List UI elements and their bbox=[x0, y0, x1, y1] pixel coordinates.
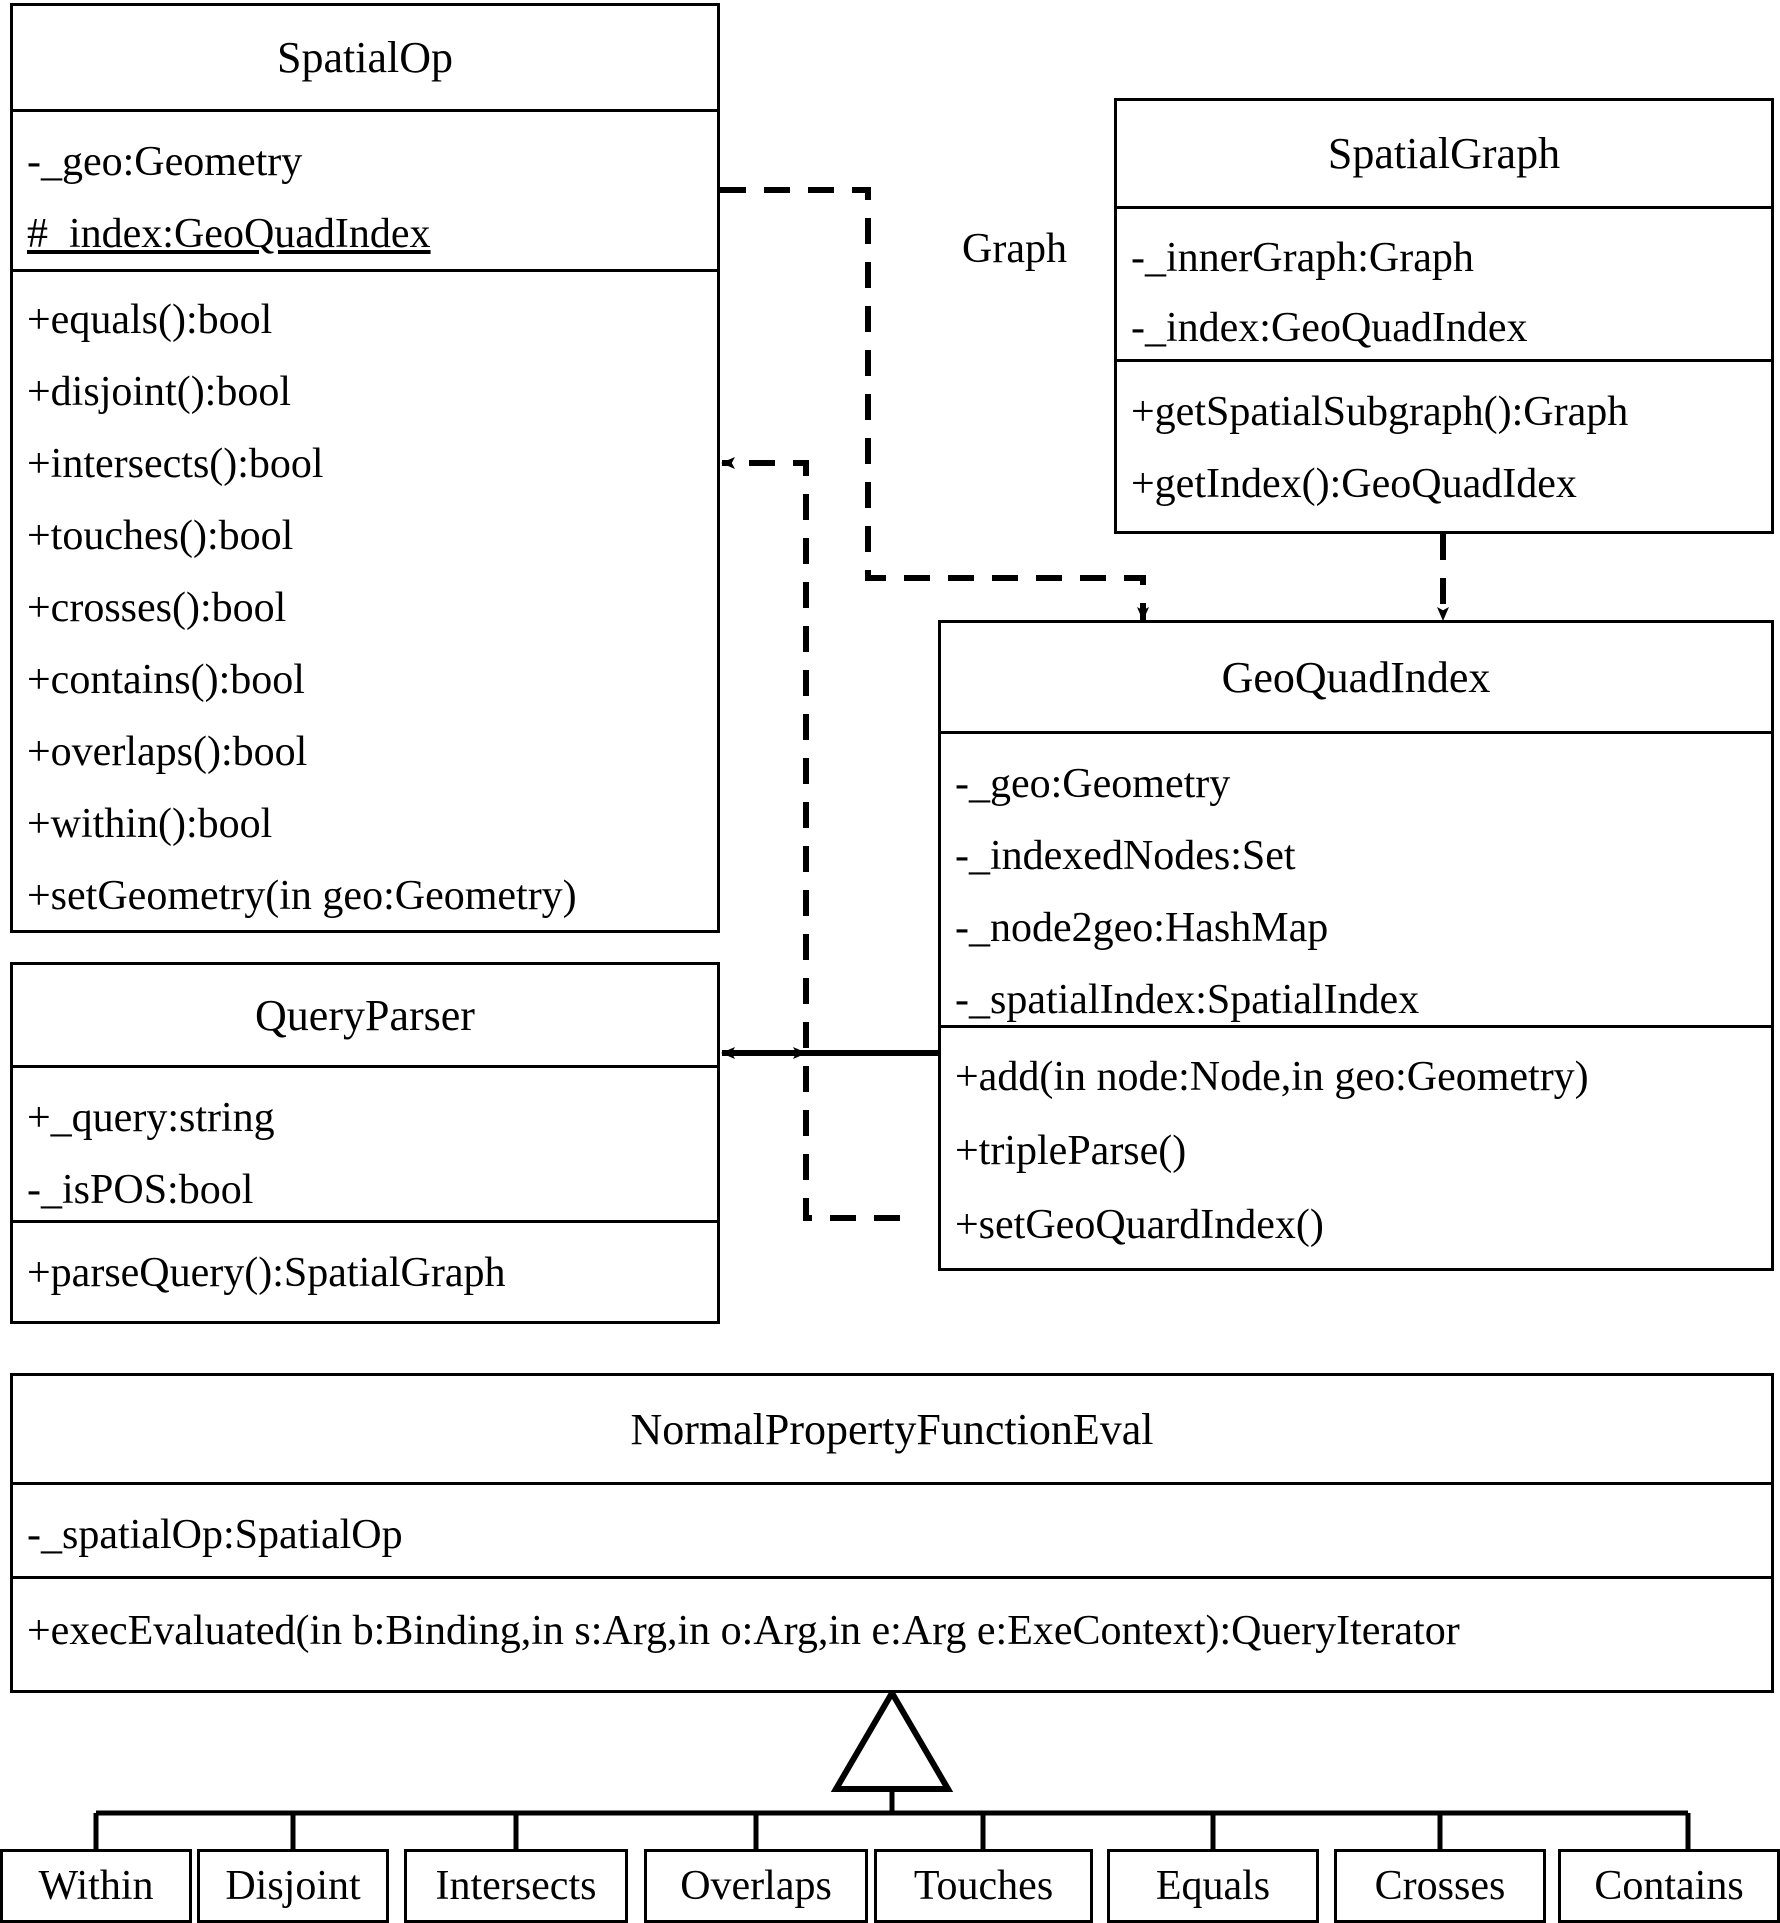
attribute-row-static: #_index:GeoQuadIndex bbox=[13, 198, 717, 270]
operation-row: +parseQuery():SpatialGraph bbox=[27, 1250, 506, 1296]
operation-row: +add(in node:Node,in geo:Geometry) bbox=[955, 1054, 1589, 1100]
dependency-spatialop-to-geoquadindex bbox=[720, 187, 1149, 621]
operations-compartment-spatialop: +equals():bool +disjoint():bool +interse… bbox=[13, 269, 717, 936]
subclass-box-touches[interactable]: Touches bbox=[874, 1849, 1093, 1923]
class-name-queryparser: QueryParser bbox=[255, 990, 475, 1040]
attribute-row: -_spatialOp:SpatialOp bbox=[27, 1512, 403, 1558]
attributes-compartment-spatialop: -_geo:Geometry #_index:GeoQuadIndex bbox=[13, 109, 717, 269]
class-box-spatialgraph[interactable]: SpatialGraph -_innerGraph:Graph -_index:… bbox=[1114, 98, 1774, 534]
generalization-triangle bbox=[93, 1687, 1691, 1849]
attribute-row: -_innerGraph:Graph bbox=[1131, 235, 1474, 281]
class-name-normalpropertyfunctioneval: NormalPropertyFunctionEval bbox=[630, 1404, 1154, 1454]
operation-row: +setGeometry(in geo:Geometry) bbox=[27, 873, 577, 919]
subclass-box-equals[interactable]: Equals bbox=[1107, 1849, 1319, 1923]
operation-row: +within():bool bbox=[27, 801, 273, 847]
operation-row: +disjoint():bool bbox=[27, 369, 292, 415]
subclass-box-intersects[interactable]: Intersects bbox=[404, 1849, 628, 1923]
attribute-row: -_spatialIndex:SpatialIndex bbox=[955, 977, 1420, 1023]
operation-row: +intersects():bool bbox=[27, 441, 324, 487]
operations-compartment-geoquadindex: +add(in node:Node,in geo:Geometry) +trip… bbox=[941, 1025, 1771, 1271]
attributes-compartment-spatialgraph: -_innerGraph:Graph -_index:GeoQuadIndex bbox=[1117, 206, 1771, 359]
operations-compartment-normalpropertyfunctioneval: +execEvaluated(in b:Binding,in s:Arg,in … bbox=[13, 1576, 1771, 1690]
attribute-row: -_indexedNodes:Set bbox=[955, 833, 1296, 879]
operation-row: +execEvaluated(in b:Binding,in s:Arg,in … bbox=[27, 1608, 1460, 1654]
class-box-spatialop[interactable]: SpatialOp -_geo:Geometry #_index:GeoQuad… bbox=[10, 3, 720, 933]
subclass-box-overlaps[interactable]: Overlaps bbox=[644, 1849, 868, 1923]
attribute-row: -_index:GeoQuadIndex bbox=[1131, 305, 1528, 351]
operation-row: +touches():bool bbox=[27, 513, 294, 559]
attribute-row: -_geo:Geometry bbox=[955, 761, 1231, 807]
operation-row: +contains():bool bbox=[27, 657, 305, 703]
class-name-spatialop: SpatialOp bbox=[277, 33, 453, 82]
attribute-row: +_query:string bbox=[27, 1095, 275, 1141]
attribute-row: -_node2geo:HashMap bbox=[955, 905, 1329, 951]
operations-compartment-spatialgraph: +getSpatialSubgraph():Graph +getIndex():… bbox=[1117, 359, 1771, 531]
class-box-queryparser[interactable]: QueryParser +_query:string -_isPOS:bool … bbox=[10, 962, 720, 1324]
subclass-box-contains[interactable]: Contains bbox=[1558, 1849, 1780, 1923]
class-name-spatialgraph: SpatialGraph bbox=[1327, 129, 1561, 178]
attributes-compartment-queryparser: +_query:string -_isPOS:bool bbox=[13, 1065, 717, 1220]
attributes-compartment-geoquadindex: -_geo:Geometry -_indexedNodes:Set -_node… bbox=[941, 731, 1771, 1025]
attributes-compartment-normalpropertyfunctioneval: -_spatialOp:SpatialOp bbox=[13, 1482, 1771, 1576]
attribute-text: #_index:GeoQuadIndex bbox=[27, 211, 431, 257]
class-box-normalpropertyfunctioneval[interactable]: NormalPropertyFunctionEval -_spatialOp:S… bbox=[10, 1373, 1774, 1693]
subclass-box-disjoint[interactable]: Disjoint bbox=[197, 1849, 389, 1923]
attribute-row: -_geo:Geometry bbox=[27, 139, 303, 185]
subclass-box-crosses[interactable]: Crosses bbox=[1334, 1849, 1546, 1923]
class-name-geoquadindex: GeoQuadIndex bbox=[1221, 652, 1491, 702]
operation-row: +getIndex():GeoQuadIdex bbox=[1131, 461, 1577, 507]
operation-row: +crosses():bool bbox=[27, 585, 287, 631]
operation-row: +getSpatialSubgraph():Graph bbox=[1131, 389, 1629, 435]
operations-compartment-queryparser: +parseQuery():SpatialGraph bbox=[13, 1220, 717, 1321]
operation-row: +equals():bool bbox=[27, 297, 273, 343]
operation-row: +overlaps():bool bbox=[27, 729, 308, 775]
edge-label-graph: Graph bbox=[962, 226, 1067, 272]
dependency-to-spatialop bbox=[721, 457, 900, 1221]
operation-row: +tripleParse() bbox=[955, 1128, 1187, 1174]
class-box-geoquadindex[interactable]: GeoQuadIndex -_geo:Geometry -_indexedNod… bbox=[938, 620, 1774, 1271]
attribute-row: -_isPOS:bool bbox=[27, 1167, 254, 1213]
operation-row: +setGeoQuardIndex() bbox=[955, 1202, 1324, 1248]
subclass-box-within[interactable]: Within bbox=[0, 1849, 192, 1923]
